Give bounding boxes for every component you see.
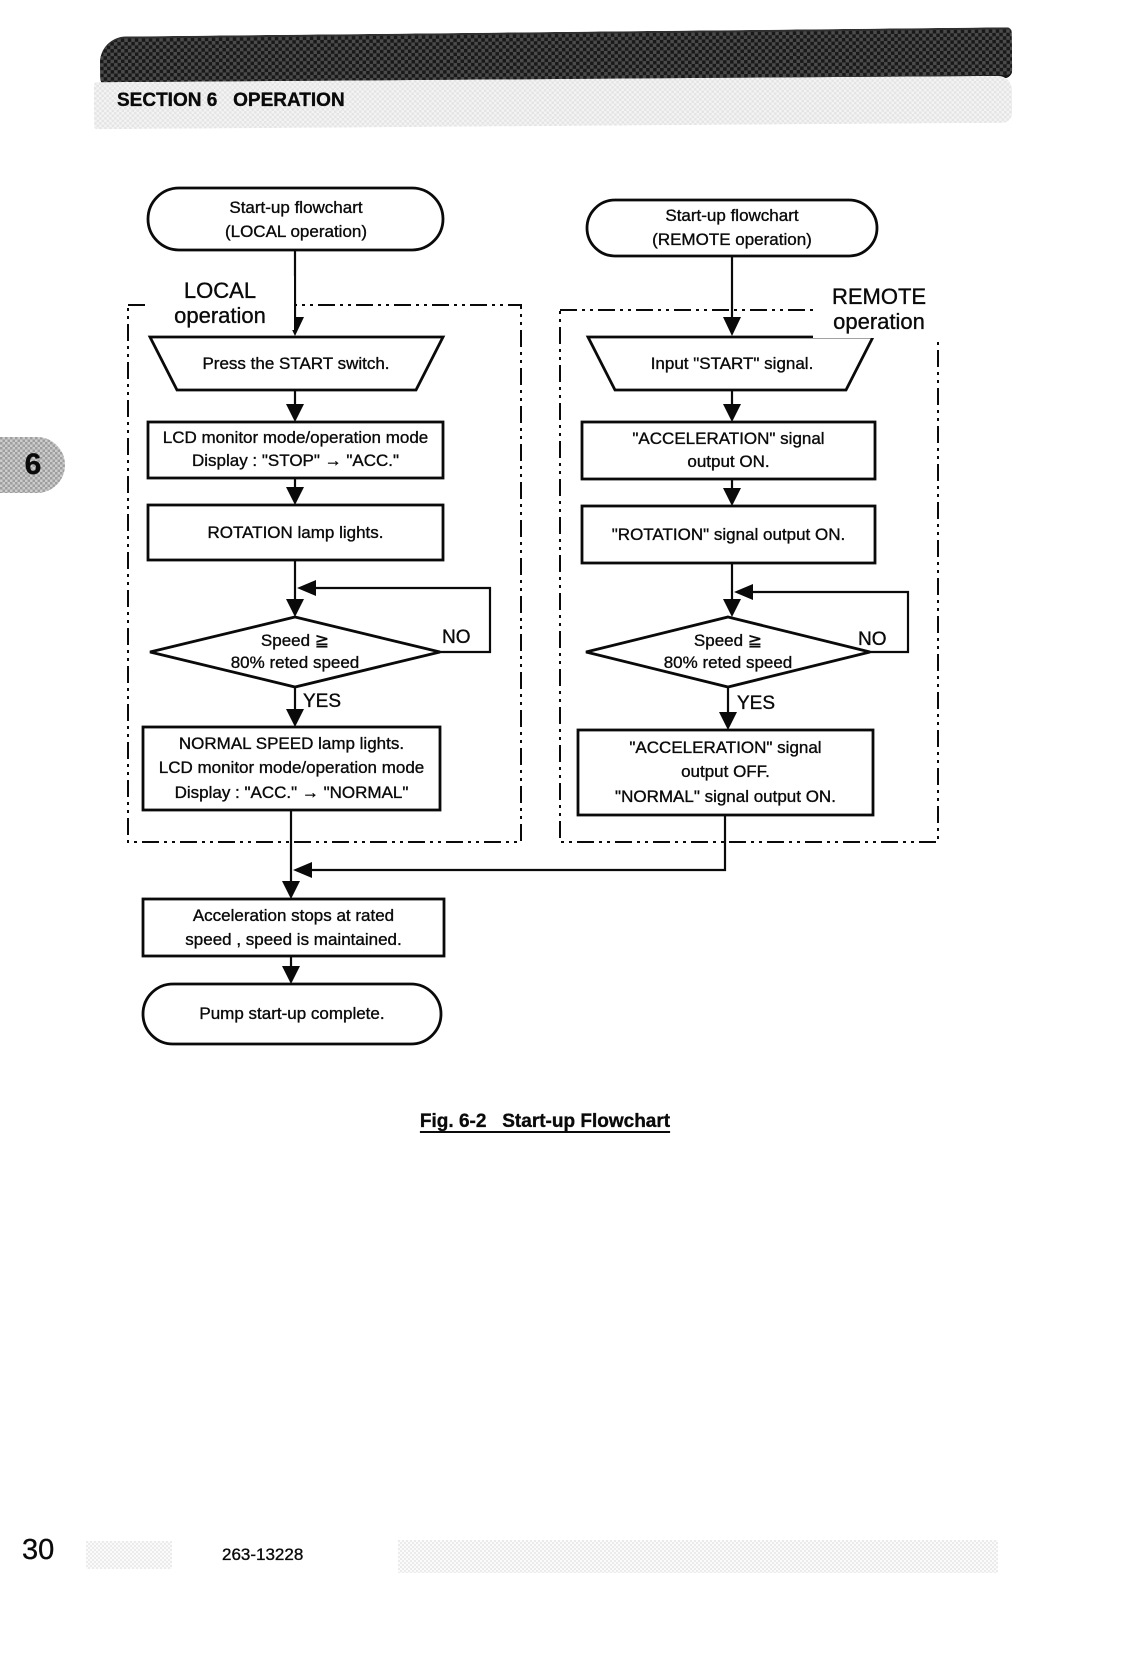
remote-region-label: REMOTE operation <box>813 280 945 338</box>
local-no-loop-line <box>316 586 492 654</box>
footer-texture-small <box>86 1541 172 1569</box>
dashed-region-borders <box>127 304 939 843</box>
local-region-label: LOCAL operation <box>146 276 294 330</box>
local-step-rotation-box <box>146 503 445 562</box>
local-step-lcd-box <box>146 420 445 480</box>
remote-step-rotation-on-box <box>580 504 877 565</box>
flow-arrowheads <box>282 317 753 984</box>
local-decision-diamond <box>149 615 441 689</box>
merge-connector <box>311 815 727 872</box>
document-number: 263-13228 <box>222 1545 304 1565</box>
end-terminal: Pump start-up complete. <box>199 1004 385 1024</box>
remote-start-terminal: Start-up flowchart (REMOTE operation) <box>652 206 812 249</box>
remote-step-acceleration-off: "ACCELERATION" signal output OFF. "NORMA… <box>615 737 836 806</box>
flow-node-shapes <box>141 186 879 1046</box>
local-region-border <box>127 304 522 843</box>
local-start-terminal: Start-up flowchart (LOCAL operation) <box>224 198 368 241</box>
local-input-trapezoid <box>147 335 446 392</box>
local-speed-decision: Speed ≧ 80% reted speed <box>230 630 360 672</box>
remote-step-accel-on-box <box>580 420 877 481</box>
page-number: 30 <box>22 1533 55 1566</box>
remote-decision-yes-label: YES <box>737 692 776 714</box>
local-decision-yes-label: YES <box>303 690 342 712</box>
merge-step-acceleration-stops: Acceleration stops at rated speed , spee… <box>185 905 402 949</box>
remote-start-terminal-shape <box>585 198 879 258</box>
remote-input-trapezoid <box>585 335 876 392</box>
local-step-normal-speed: NORMAL SPEED lamp lights. LCD monitor mo… <box>158 733 425 802</box>
footer-texture-band <box>398 1540 998 1573</box>
remote-step-acceleration-on: "ACCELERATION" signal output ON. <box>632 428 825 471</box>
remote-decision-diamond <box>585 615 871 689</box>
side-tab-number: 6 <box>24 448 42 481</box>
remote-step-accel-off-box <box>576 728 875 817</box>
local-step-lcd-display: LCD monitor mode/operation mode Display … <box>162 428 429 470</box>
remote-input-step: Input "START" signal. <box>650 354 814 374</box>
remote-step-rotation-on: "ROTATION" signal output ON. <box>611 524 846 544</box>
local-start-terminal-shape <box>146 186 445 252</box>
remote-speed-decision: Speed ≧ 80% reted speed <box>663 630 793 672</box>
local-step-normal-box <box>141 725 442 812</box>
local-input-step: Press the START switch. <box>202 354 390 374</box>
local-step-rotation-lamp: ROTATION lamp lights. <box>207 522 384 542</box>
remote-no-loop-line <box>753 590 910 654</box>
figure-caption: Fig. 6-2 Start-up Flowchart <box>419 1110 671 1132</box>
flow-connectors <box>289 250 910 968</box>
merge-step-box <box>141 897 446 958</box>
section-header: SECTION 6 OPERATION <box>117 89 345 111</box>
end-terminal-shape <box>141 982 443 1046</box>
side-tab <box>0 437 65 493</box>
remote-decision-no-label: NO <box>858 628 887 650</box>
local-decision-no-label: NO <box>442 626 471 648</box>
